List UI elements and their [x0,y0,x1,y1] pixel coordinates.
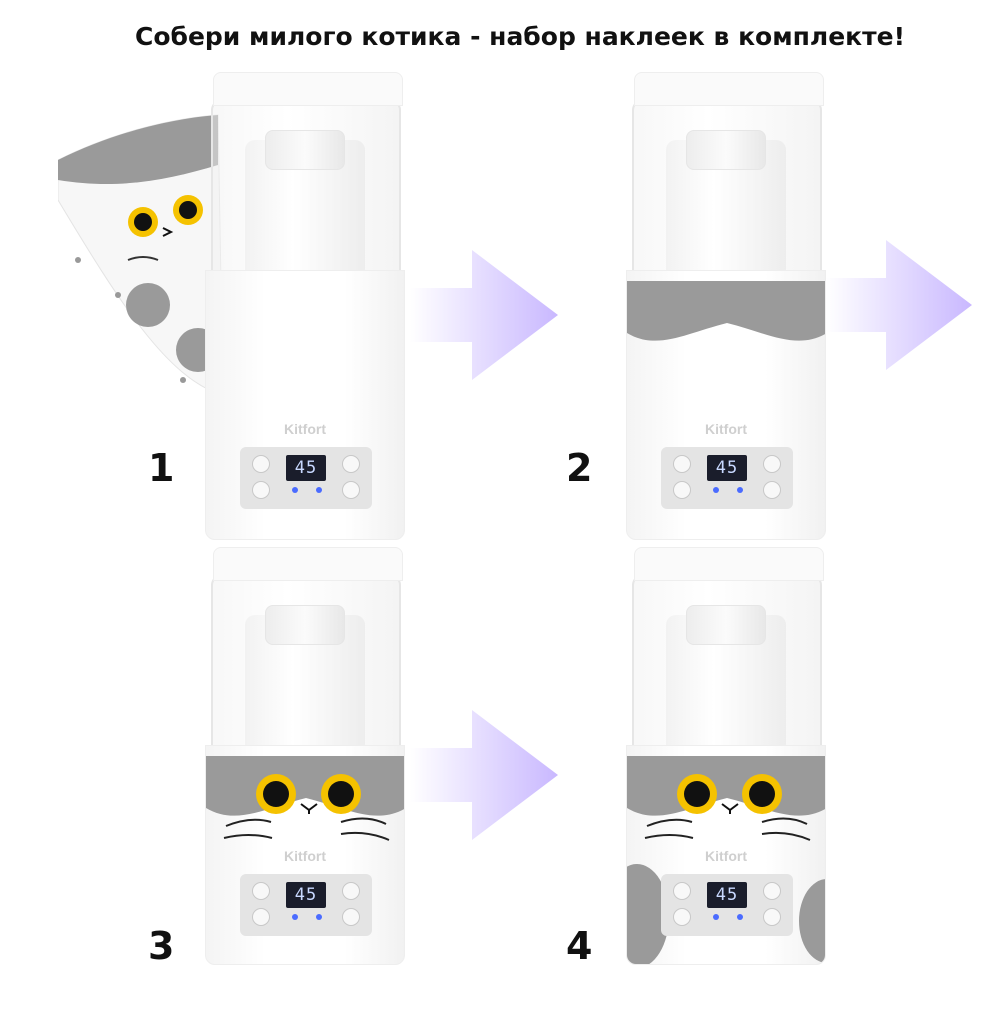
indicator-led [713,914,719,920]
yogurt-maker-step-3: Kitfort 45 [205,547,425,1015]
sticker-sheet-icon [58,114,224,396]
panel-button-top-left[interactable] [673,455,691,473]
step-number-1: 1 [148,446,175,490]
lid-top [634,547,824,581]
control-panel: 45 [240,447,372,509]
indicator-led [737,914,743,920]
panel-button-bottom-left[interactable] [252,481,270,499]
headline: Собери милого котика - набор наклеек в к… [134,22,906,51]
panel-button-bottom-right[interactable] [763,481,781,499]
arrow-right-icon [410,250,558,380]
device-body: Kitfort 45 [205,745,405,965]
brand-logo: Kitfort [284,848,326,864]
device-body: Kitfort 45 [205,270,405,540]
control-panel: 45 [661,447,793,509]
panel-button-bottom-left[interactable] [673,908,691,926]
lid-top [213,547,403,581]
brand-logo: Kitfort [705,848,747,864]
gray-sticker-band [627,281,825,341]
lid-top [213,72,403,106]
control-panel: 45 [661,874,793,936]
timer-display: 45 [707,455,747,481]
indicator-led [737,487,743,493]
timer-display: 45 [286,455,326,481]
lid-top [634,72,824,106]
step-number-3: 3 [148,924,175,968]
panel-button-bottom-right[interactable] [342,908,360,926]
step-number-4: 4 [566,924,593,968]
jar-cap [265,130,345,170]
panel-button-bottom-left[interactable] [252,908,270,926]
yogurt-maker-step-4: Kitfort 45 [626,547,846,1015]
jar-cap [265,605,345,645]
panel-button-top-right[interactable] [763,882,781,900]
indicator-led [316,487,322,493]
arrow-right-icon [826,240,972,370]
jar-cap [686,130,766,170]
indicator-led [316,914,322,920]
panel-button-top-left[interactable] [252,455,270,473]
indicator-led [713,487,719,493]
panel-button-bottom-right[interactable] [763,908,781,926]
cat-face-icon [206,756,404,841]
timer-display: 45 [286,882,326,908]
step-number-2: 2 [566,446,593,490]
panel-button-top-right[interactable] [342,455,360,473]
timer-display: 45 [707,882,747,908]
device-body: Kitfort 45 [626,270,826,540]
yogurt-maker-step-1: Kitfort 45 [205,72,425,540]
control-panel: 45 [240,874,372,936]
panel-button-bottom-left[interactable] [673,481,691,499]
panel-button-top-right[interactable] [763,455,781,473]
indicator-led [292,487,298,493]
arrow-right-icon [410,710,558,840]
panel-button-top-left[interactable] [673,882,691,900]
indicator-led [292,914,298,920]
cat-face-icon [627,756,825,964]
jar-cap [686,605,766,645]
brand-logo: Kitfort [705,421,747,437]
panel-button-top-left[interactable] [252,882,270,900]
panel-button-top-right[interactable] [342,882,360,900]
device-body: Kitfort 45 [626,745,826,965]
panel-button-bottom-right[interactable] [342,481,360,499]
yogurt-maker-step-2: Kitfort 45 [626,72,846,540]
brand-logo: Kitfort [284,421,326,437]
